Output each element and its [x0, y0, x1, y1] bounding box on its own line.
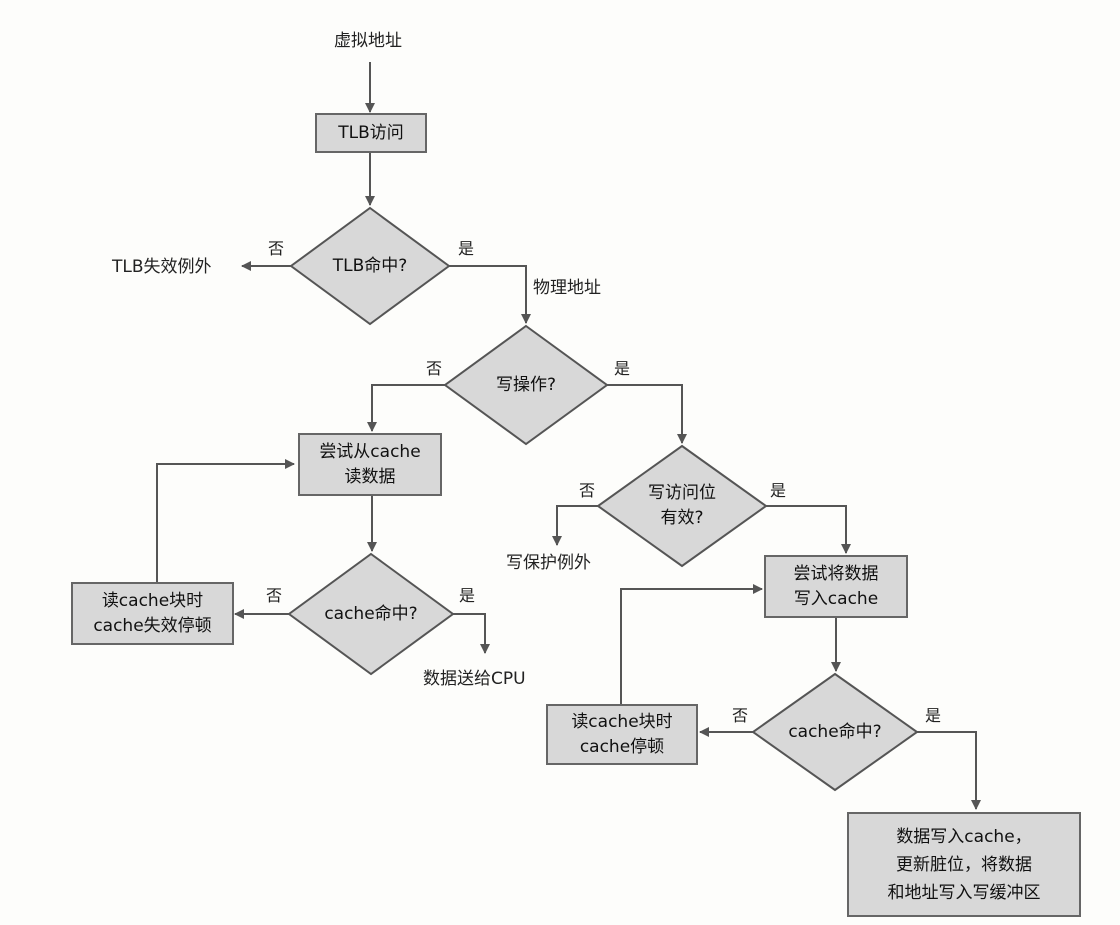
yes-label-write-hit: 是 [925, 706, 942, 725]
yes-label-write-op: 是 [614, 359, 631, 378]
box-tlb-access: TLB访问 [315, 113, 427, 153]
box-write-stall: 读cache块时 cache停顿 [546, 704, 698, 765]
no-label-write-perm: 否 [579, 481, 596, 500]
decision-tlb-hit-shape [289, 206, 451, 326]
no-label-write-hit: 否 [732, 706, 749, 725]
arrow-write-op-no [367, 384, 446, 432]
arrow-read-stall-loop [156, 459, 295, 582]
yes-label-tlb: 是 [458, 239, 475, 258]
arrow-write-perm-yes [765, 505, 851, 554]
no-label-tlb: 否 [268, 239, 285, 258]
decision-write-perm: 写访问位 有效? [648, 483, 716, 528]
box-try-read: 尝试从cache 读数据 [298, 433, 442, 496]
decision-read-hit-shape [287, 552, 455, 676]
decision-write-cache-hit: cache命中? [788, 721, 882, 742]
physical-address-label: 物理地址 [533, 278, 601, 298]
decision-tlb-hit: TLB命中? [332, 255, 408, 276]
box-write-buffer: 数据写入cache， 更新脏位，将数据 和地址写入写缓冲区 [847, 812, 1081, 917]
arrow-write-perm-no [552, 505, 600, 546]
no-label-read-hit: 否 [266, 586, 283, 605]
arrow-read-hit-yes [452, 613, 490, 654]
arrow-write-hit-yes [916, 731, 981, 810]
decision-read-cache-hit: cache命中? [324, 603, 418, 624]
decision-write-hit-shape [751, 672, 919, 792]
outcome-tlb-miss: TLB失效例外 [112, 257, 212, 277]
yes-label-read-hit: 是 [459, 586, 476, 605]
arrow-tlb-hit-yes [447, 265, 531, 324]
arrow-write-op-yes [606, 384, 687, 444]
decision-write-op: 写操作? [495, 374, 557, 395]
box-try-write: 尝试将数据 写入cache [764, 555, 908, 618]
decision-write-op-shape [443, 324, 609, 446]
outcome-write-protect: 写保护例外 [506, 553, 591, 573]
arrow-write-stall-loop [620, 584, 763, 704]
outcome-send-cpu: 数据送给CPU [423, 669, 526, 689]
yes-label-write-perm: 是 [770, 481, 787, 500]
no-label-write-op: 否 [426, 359, 443, 378]
decision-write-perm-shape [596, 444, 768, 568]
box-read-stall: 读cache块时 cache失效停顿 [71, 582, 234, 645]
start-label: 虚拟地址 [334, 31, 402, 51]
